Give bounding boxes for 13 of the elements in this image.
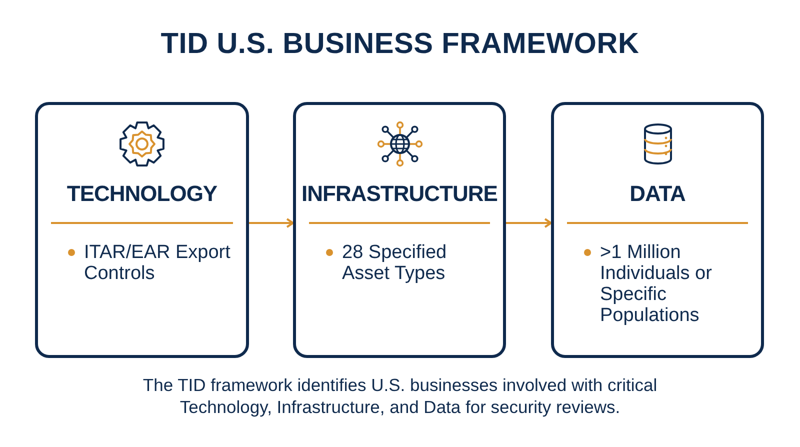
category-card: [551, 102, 764, 358]
card-heading: INFRASTRUCTURE: [300, 181, 498, 207]
category-card: [293, 102, 506, 358]
arrow: [506, 218, 552, 228]
card-heading: TECHNOLOGY: [66, 181, 218, 207]
bullet-text: 28 Specified Asset Types: [342, 242, 448, 284]
diagram-title: TID U.S. BUSINESS FRAMEWORK: [160, 28, 640, 61]
arrow: [249, 218, 294, 228]
card-heading: DATA: [628, 181, 686, 207]
bullet-text: >1 Million Individuals or Specific Populations: [600, 242, 713, 326]
bullet-text: ITAR/EAR Export Controls: [84, 242, 232, 284]
caption: The TID framework identifies U.S. businesses involved with critical Technology, Infrastructure, and Data for security reviews.: [142, 374, 658, 418]
category-card: [35, 102, 249, 358]
